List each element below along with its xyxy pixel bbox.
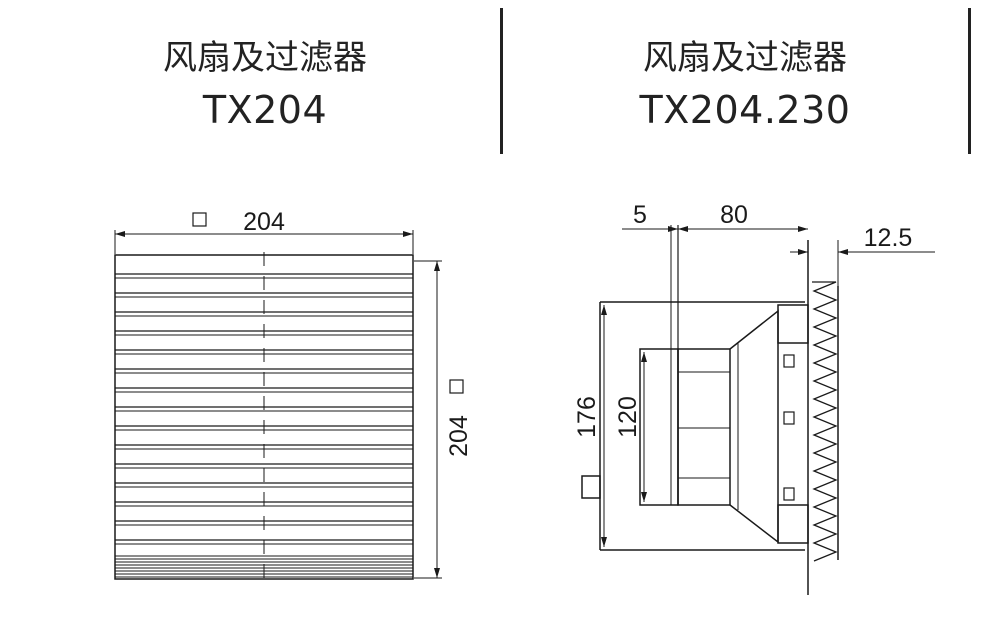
left-title-text: 风扇及过滤器 — [163, 38, 367, 78]
left-model-number: TX204 — [202, 88, 328, 132]
dim-12-arrow-right — [838, 249, 848, 255]
tab-3 — [783, 487, 795, 501]
fan-hub — [639, 348, 679, 506]
dim-12-label: 12.5 — [864, 224, 913, 252]
dim-5-arrow — [668, 226, 678, 232]
housing-outline — [599, 301, 805, 551]
connector-box — [581, 475, 601, 499]
dim-120-label: 120 — [614, 396, 642, 438]
square-symbol-width — [192, 212, 207, 227]
height-label: 204 — [445, 415, 473, 457]
right-title: 风扇及过滤器 TX204.230 — [585, 38, 905, 130]
dim-5-label: 5 — [633, 201, 647, 229]
right-model-number: TX204.230 — [639, 88, 851, 132]
divider-1 — [500, 8, 503, 154]
tab-1 — [783, 354, 795, 368]
front-view — [114, 212, 464, 582]
tab-2 — [783, 411, 795, 425]
clip-top — [777, 304, 809, 344]
square-symbol-height — [449, 379, 464, 394]
dim-12-arrow-left — [798, 249, 808, 255]
width-label: 204 — [243, 208, 285, 236]
dim-176-label: 176 — [573, 396, 601, 438]
right-title-text: 风扇及过滤器 — [643, 38, 847, 78]
left-title: 风扇及过滤器 TX204 — [105, 38, 425, 130]
side-view — [581, 225, 935, 595]
clip-bottom — [777, 504, 809, 544]
shroud — [729, 309, 779, 544]
divider-2 — [968, 8, 971, 154]
grille-teeth — [812, 281, 838, 562]
dim-80-label: 80 — [720, 201, 748, 229]
